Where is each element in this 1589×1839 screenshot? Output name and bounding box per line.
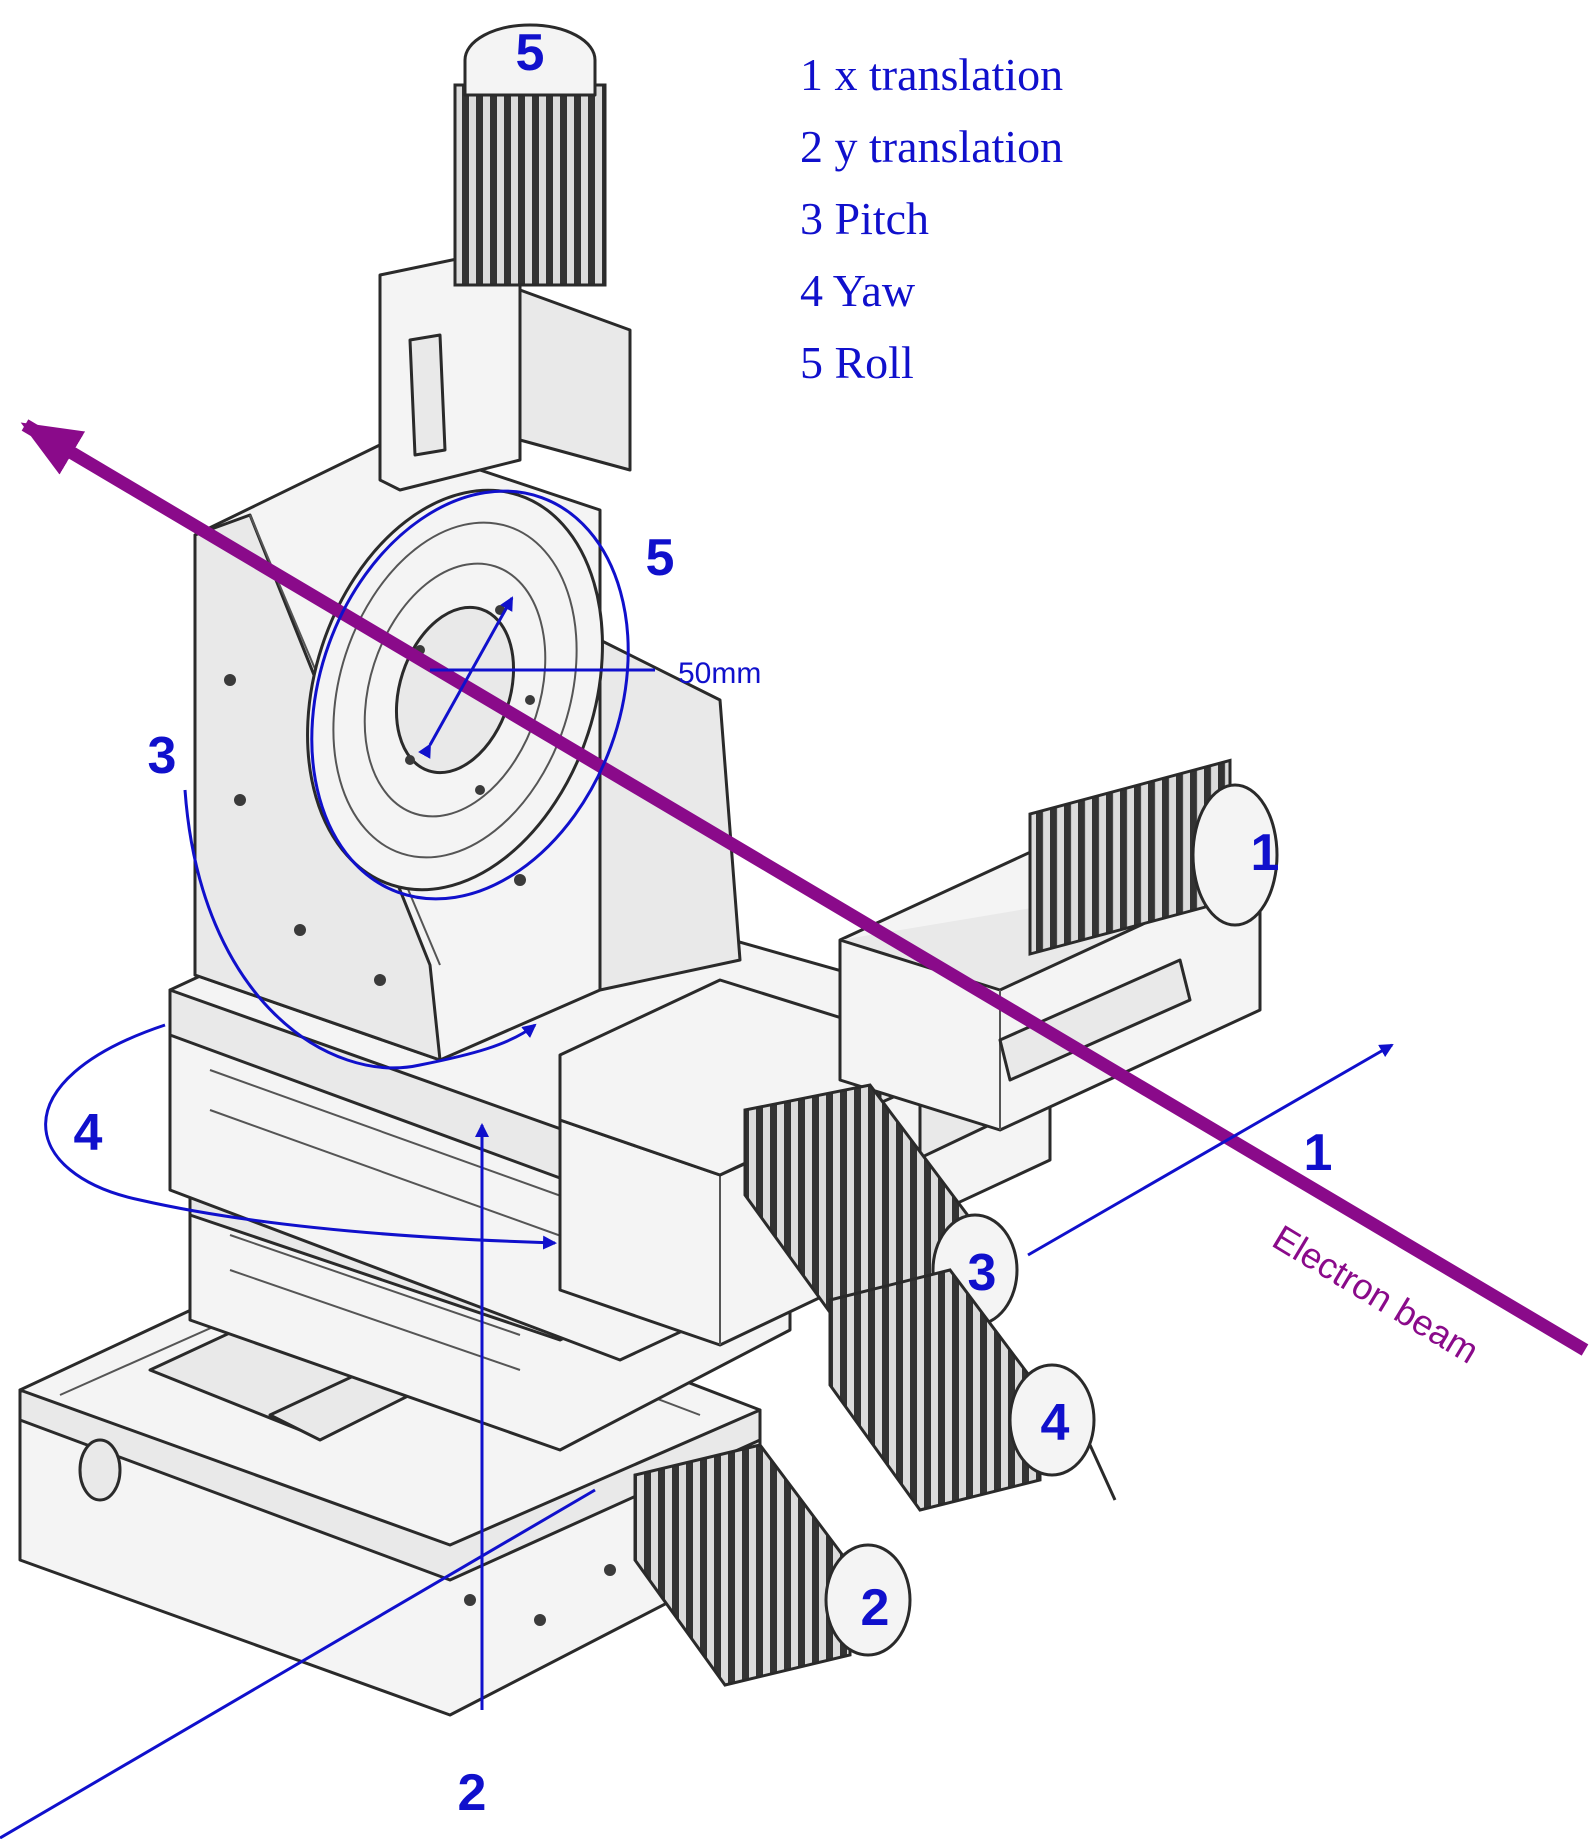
top-tower bbox=[378, 23, 632, 492]
electron-beam-label: Electron beam bbox=[1266, 1217, 1486, 1372]
knob-2-label: 2 bbox=[861, 1579, 890, 1637]
knob-5-label: 5 bbox=[516, 24, 545, 82]
knob-1-label: 1 bbox=[1251, 824, 1280, 882]
yaw-label: 4 bbox=[74, 1104, 103, 1162]
mechanism-art bbox=[18, 23, 1279, 1717]
legend-item-2: 2 y translation bbox=[800, 121, 1063, 172]
legend: 1 x translation 2 y translation 3 Pitch … bbox=[800, 49, 1063, 388]
roll-ellipse bbox=[310, 489, 630, 901]
callout-labels: 5 1 3 4 2 5 3 4 1 2 bbox=[74, 24, 1333, 1822]
legend-item-3: 3 Pitch bbox=[800, 193, 929, 244]
legend-item-4: 4 Yaw bbox=[800, 265, 916, 316]
annotations bbox=[0, 419, 1589, 1839]
knob-4-label: 4 bbox=[1041, 1394, 1070, 1452]
legend-item-5: 5 Roll bbox=[800, 337, 914, 388]
y-axis-diagonal bbox=[0, 1488, 596, 1839]
x-axis-arrow bbox=[1027, 1043, 1394, 1257]
knob-4-actuator bbox=[828, 1268, 1117, 1512]
yaw-arrow bbox=[44, 1023, 557, 1250]
pitch-label: 3 bbox=[148, 727, 177, 785]
knob-3-label: 3 bbox=[968, 1244, 997, 1302]
knob-1-actuator bbox=[1028, 758, 1279, 956]
roll-label: 5 bbox=[646, 529, 675, 587]
electron-beam-arrow bbox=[20, 419, 1589, 1356]
x-axis-label: 1 bbox=[1304, 1124, 1333, 1182]
dimension-label: 50mm bbox=[678, 657, 761, 690]
knob-2-actuator bbox=[633, 1443, 912, 1687]
y-axis-label: 2 bbox=[458, 1764, 487, 1822]
legend-item-1: 1 x translation bbox=[800, 49, 1063, 100]
pitch-arrow bbox=[183, 789, 537, 1070]
